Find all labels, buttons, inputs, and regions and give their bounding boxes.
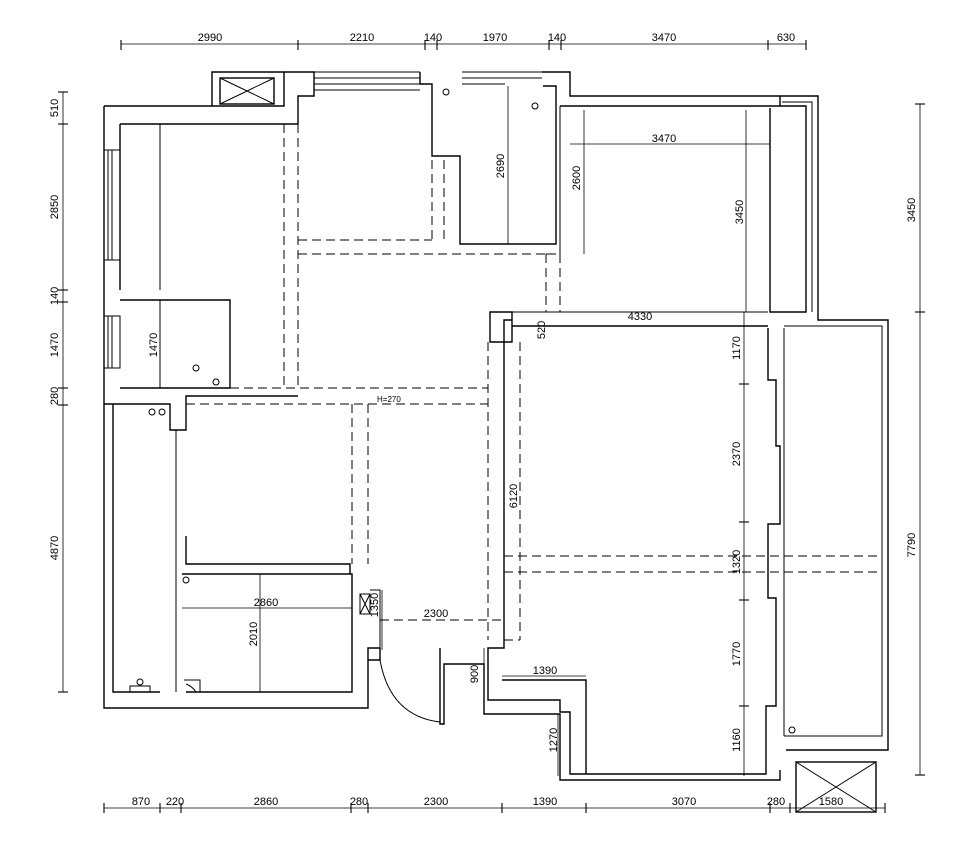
vent-shaft-bottom [795,761,877,813]
top-dim-2: 2210 [350,32,374,44]
left-dim-4: 1470 [49,333,61,357]
corridor-height-label: 6120 [508,484,520,508]
right-dimension-line: 3450 7790 [906,103,925,776]
toilet-fixture [129,685,151,693]
living-width-label: 4330 [628,311,652,323]
top-dim-1: 2990 [198,32,222,44]
kitchen-height-a-label: 2600 [571,166,583,190]
bottom-dim-2: 220 [166,796,184,808]
top-dim-6: 3470 [652,32,676,44]
kitchen-height-b-label: 3450 [734,200,746,224]
door-frame [359,593,371,615]
bottom-dim-6: 1390 [533,796,557,808]
top-dim-4: 1970 [483,32,507,44]
entry-width-label: 1390 [533,665,557,677]
zone-boundaries [186,124,880,641]
living-seg-b-label: 2370 [731,442,743,466]
entry-depth-label: 1270 [548,728,560,752]
entry-height-label: 900 [469,665,481,683]
right-dim-2: 7790 [906,533,918,557]
top-dim-7: 630 [777,32,795,44]
interior-dimensions: 3470 2600 3450 2690 1470 H=270 4330 520 … [148,86,770,776]
bottom-dim-5: 2300 [424,796,448,808]
top-dim-3: 140 [424,32,442,44]
bottom-dimension-line: 870 220 2860 280 2300 1390 3070 280 1580 [103,796,886,813]
wall-thickness-label: H=270 [377,395,401,404]
living-seg-a-label: 1170 [731,336,743,360]
bottom-dim-8: 280 [767,796,785,808]
living-seg-e-label: 1160 [731,728,743,752]
bedroom-height-label: 2010 [248,622,260,646]
bottom-dim-7: 3070 [672,796,696,808]
left-dim-5: 280 [49,387,61,405]
living-seg-d-label: 1770 [731,642,743,666]
closet-height-label: 1470 [148,333,160,357]
fixtures [103,77,877,813]
vent-shaft-top [219,77,275,105]
door-height-label: 1350 [369,593,381,617]
bottom-dim-1: 870 [132,796,150,808]
left-dim-2: 2850 [49,195,61,219]
small-room-height-label: 2690 [495,154,507,178]
bottom-dim-3: 2860 [254,796,278,808]
kitchen-width-label: 3470 [652,133,676,145]
bottom-dim-9: 1580 [819,796,843,808]
bedroom-width-label: 2860 [254,597,278,609]
top-dim-5: 140 [548,32,566,44]
left-dim-3: 140 [49,287,61,305]
left-dim-1: 510 [49,99,61,117]
bottom-dim-4: 280 [350,796,368,808]
right-dim-1: 3450 [906,198,918,222]
left-dimension-line: 510 2850 140 1470 280 4870 [49,91,68,693]
hall-width-label: 2300 [424,608,448,620]
left-dim-6: 4870 [49,536,61,560]
living-gap-label: 520 [536,321,548,339]
living-seg-c-label: 1320 [731,550,743,574]
top-dimension-line: 2990 2210 140 1970 140 3470 630 [120,32,807,50]
